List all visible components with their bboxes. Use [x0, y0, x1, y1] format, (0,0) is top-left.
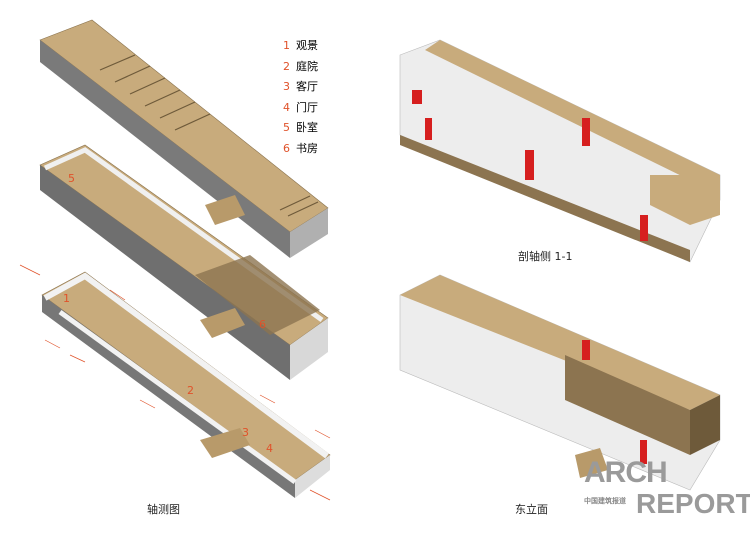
legend-label: 门厅	[296, 100, 318, 114]
legend-number: 2	[283, 59, 290, 73]
legend-item: 6 书房	[283, 139, 318, 160]
legend-number: 1	[283, 39, 290, 52]
legend-item: 1 观景	[283, 36, 318, 57]
legend-item: 2 庭院	[283, 57, 318, 78]
legend-label: 卧室	[296, 121, 318, 134]
room-marker-6: 6	[259, 318, 266, 331]
axon-caption: 轴测图	[147, 503, 180, 516]
legend-item: 3 客厅	[283, 77, 318, 98]
legend-label: 观景	[296, 39, 318, 52]
room-marker-5: 5	[68, 172, 75, 185]
axon-ground-floor-drawing	[19, 264, 331, 501]
elevation-drawing	[399, 274, 721, 491]
section-drawing	[399, 39, 721, 263]
room-marker-4: 4	[266, 442, 273, 455]
room-marker-3: 3	[242, 426, 249, 439]
section-caption: 剖轴侧 1-1	[518, 250, 573, 263]
legend-label: 书房	[296, 141, 318, 155]
legend-label: 庭院	[296, 59, 318, 73]
legend-item: 4 门厅	[283, 98, 318, 119]
room-marker-2: 2	[187, 384, 194, 397]
legend-number: 3	[283, 80, 290, 93]
elevation-caption: 东立面	[515, 503, 548, 516]
room-marker-1: 1	[63, 292, 70, 305]
room-legend: 1 观景 2 庭院 3 客厅 4 门厅 5 卧室 6 书房	[283, 36, 318, 159]
axon-roof-drawing	[39, 19, 329, 258]
legend-item: 5 卧室	[283, 118, 318, 139]
axon-upper-floor-drawing	[39, 144, 329, 380]
legend-number: 6	[283, 141, 290, 155]
legend-label: 客厅	[296, 80, 318, 93]
legend-number: 5	[283, 121, 290, 134]
legend-number: 4	[283, 100, 290, 114]
